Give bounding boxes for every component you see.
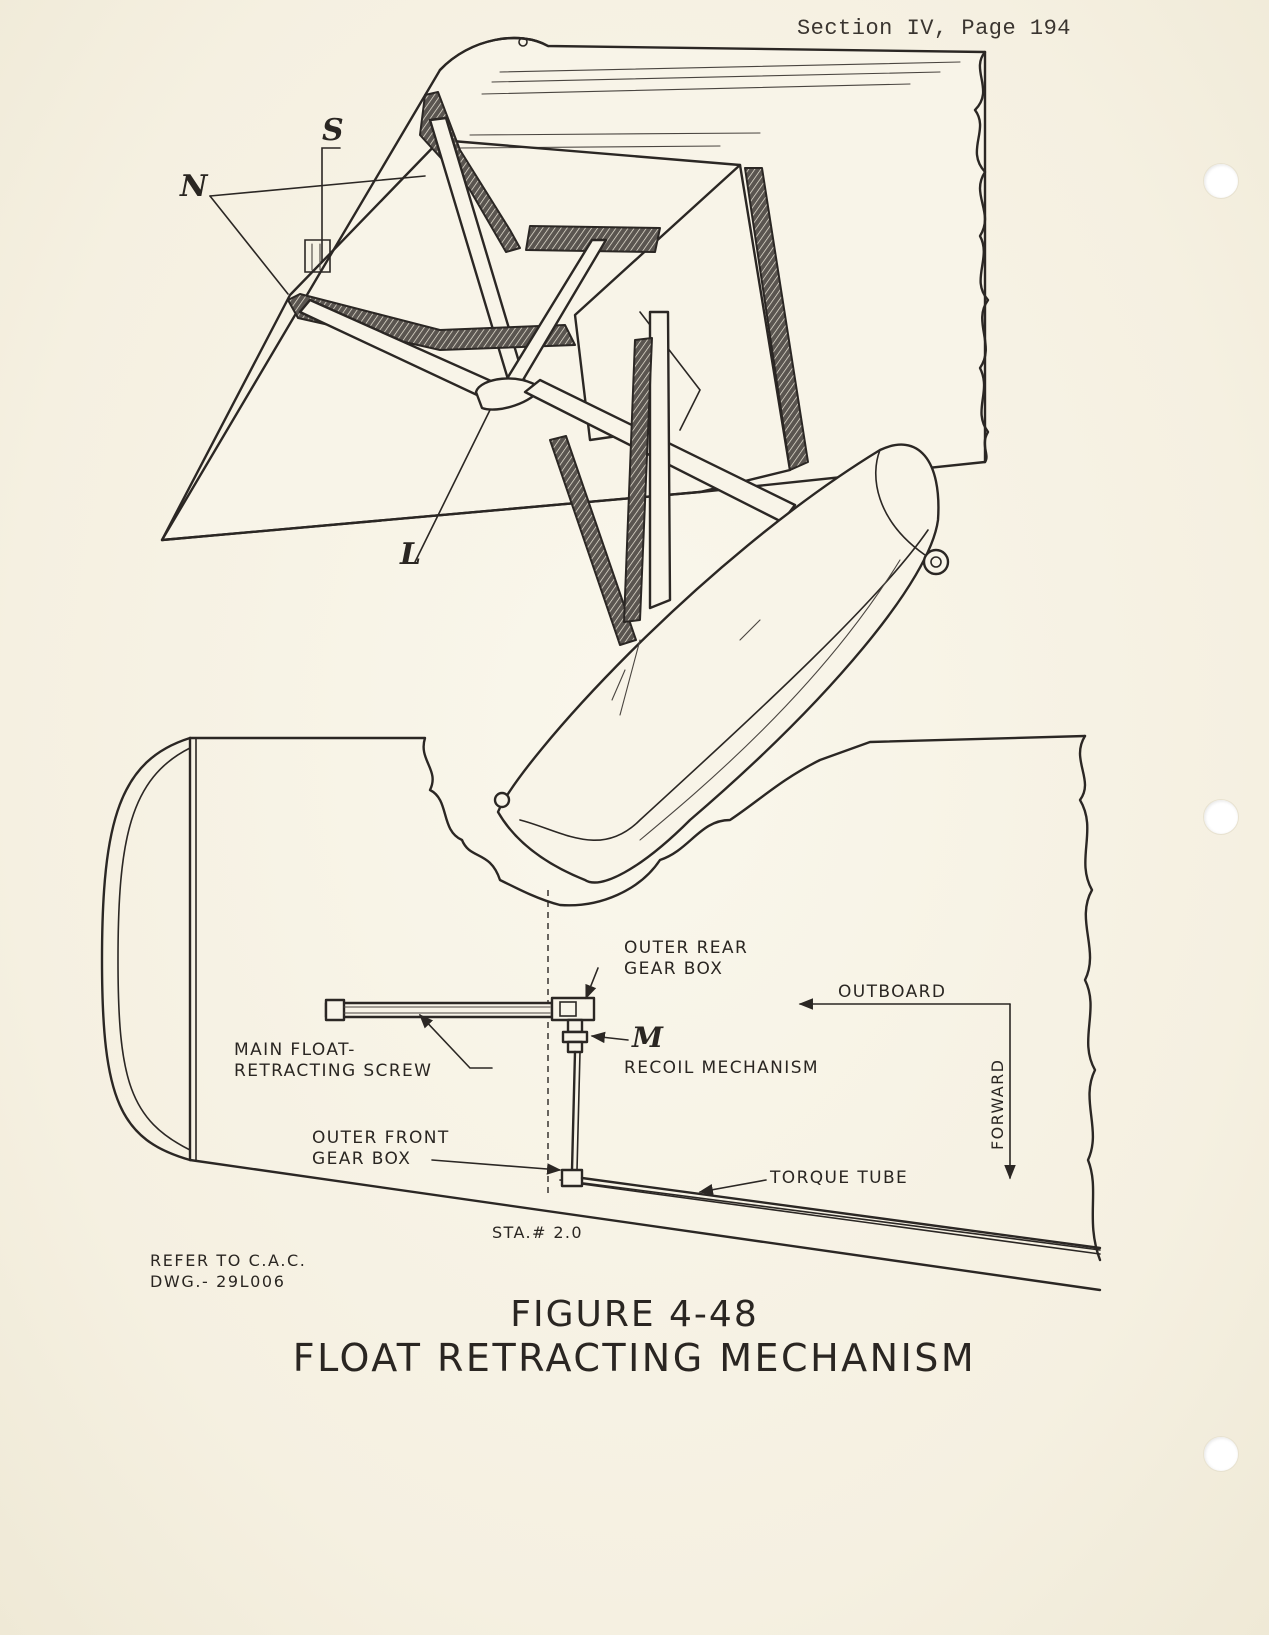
callout-l: L [400,537,422,572]
section-page-header: Section IV, Page 194 [796,16,1071,41]
label-station: STA.# 2.0 [492,1223,583,1242]
callout-n: N [180,169,208,204]
drawing-reference: REFER TO C.A.C. DWG.- 29L006 [150,1251,307,1291]
label-outer-front-gear-box: OUTER FRONT GEAR BOX [312,1128,450,1169]
punch-hole-top [1203,163,1239,199]
label-torque-tube: TORQUE TUBE [770,1168,909,1188]
label-outer-rear-gear-box: OUTER REAR GEAR BOX [624,938,749,979]
retracting-linkage [209,91,809,646]
label-recoil-mechanism: RECOIL MECHANISM [624,1058,819,1078]
figure-title: FLOAT RETRACTING MECHANISM [292,1336,977,1380]
plan-view-mechanism [324,967,1102,1255]
callout-m: M [632,1021,663,1054]
label-main-float-retracting-screw: MAIN FLOAT- RETRACTING SCREW [234,1040,433,1081]
plan-view-wing [100,734,1102,1292]
label-forward: FORWARD [988,1058,1007,1150]
figure-number: FIGURE 4-48 [510,1294,759,1335]
callout-s: S [322,113,344,148]
punch-hole-middle [1203,799,1239,835]
wing-float [493,443,950,884]
label-outboard: OUTBOARD [838,982,947,1002]
punch-hole-bottom [1203,1436,1239,1472]
